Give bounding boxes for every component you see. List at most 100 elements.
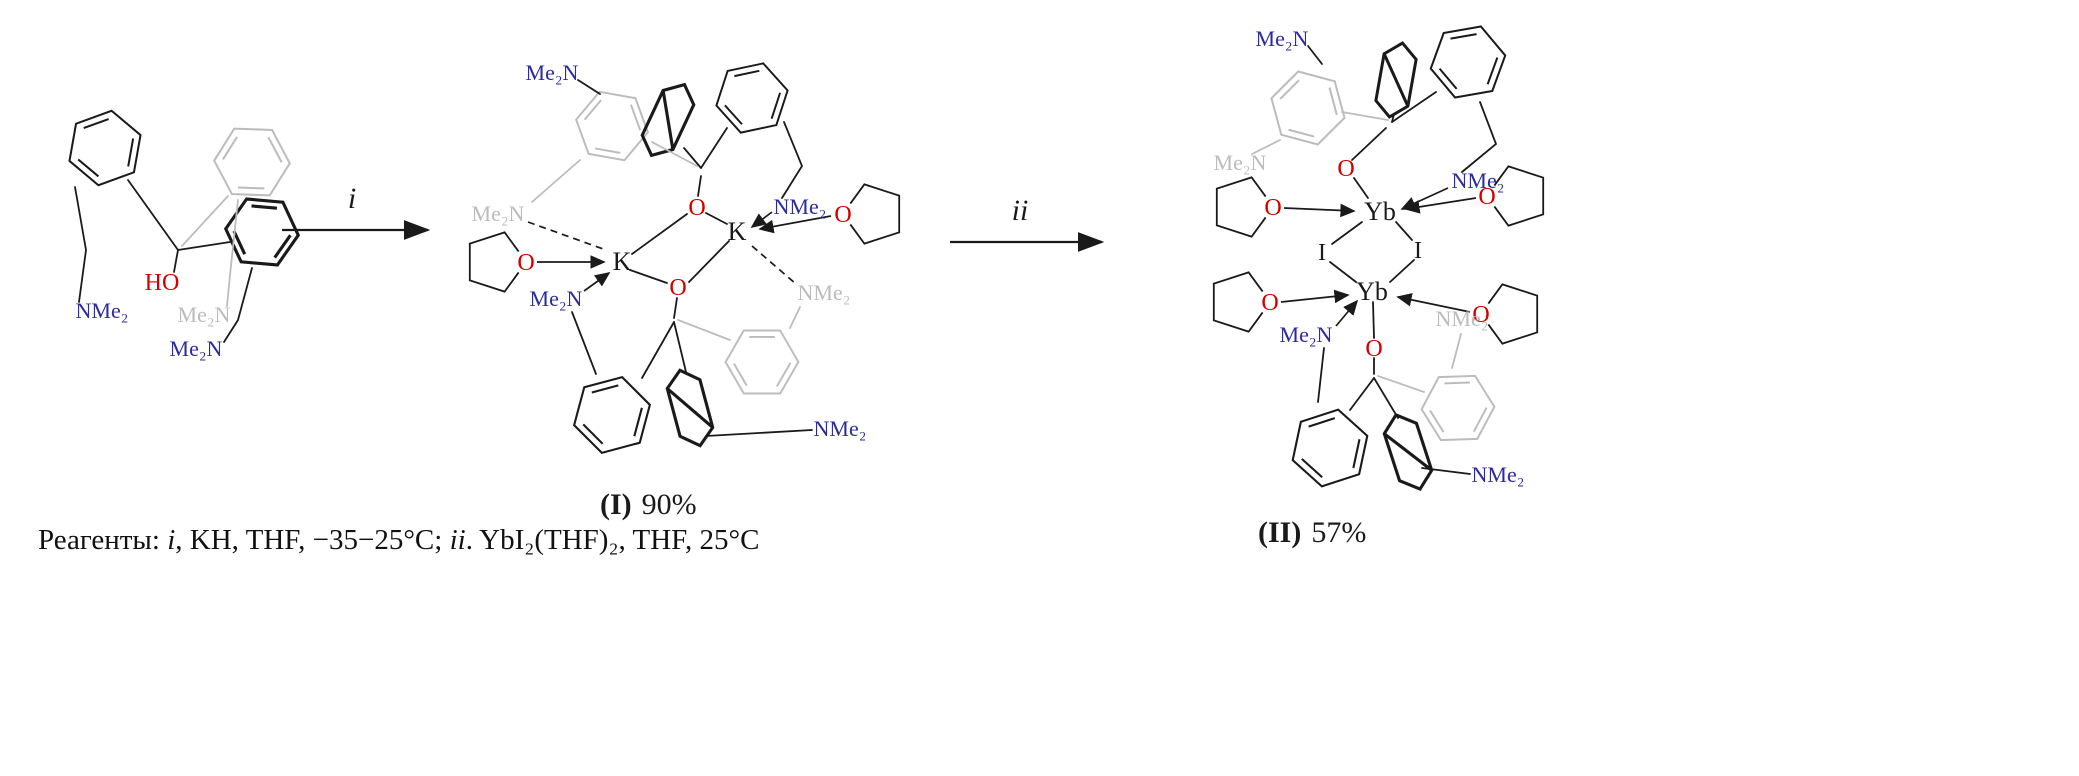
caption-step-i: i (167, 524, 176, 556)
reaction-step-2: ii (950, 194, 1105, 252)
bond-ch2-arm-faded (226, 199, 239, 307)
dative-bond-arrow (750, 211, 773, 229)
dative-bond-arrow (1400, 187, 1449, 210)
bond-o-yb (1353, 177, 1369, 199)
bond (1349, 377, 1375, 411)
benzene-ring-faded (568, 80, 656, 172)
thf-oxygen-label: O (1472, 302, 1489, 328)
dative-bond-arrow (1396, 293, 1471, 313)
nme2-label: NMe₂ (76, 298, 129, 323)
bond-o-c (697, 175, 702, 197)
bond-k-o (705, 212, 728, 225)
bond (1373, 377, 1399, 419)
benzene-ring (568, 367, 656, 463)
me2n-label: Me₂N (1256, 26, 1309, 51)
product-label-I: (I) 90% (600, 488, 697, 521)
me2n-label: Me₂N (526, 60, 579, 85)
dashed-bond-k-n (751, 245, 797, 285)
bond-yb-i (1329, 261, 1357, 283)
bond (641, 321, 675, 379)
bond-k-o (688, 240, 730, 283)
complex-I: K K O O O O Me₂N Me₂N Me₂N NMe₂ NMe₂ NMe… (468, 52, 901, 521)
bond-k-o (629, 269, 668, 284)
dative-bond-arrow (1280, 289, 1350, 304)
thf-ring (849, 183, 901, 245)
oxygen-label: O (1365, 336, 1382, 362)
caption-step-ii: ii (449, 524, 466, 556)
complex-II: Yb Yb I I O O O O O O Me₂N Me₂N NMe₂ NMe… (1212, 14, 1545, 549)
oxygen-label: O (669, 275, 686, 301)
bond-ch2-arm-faded (531, 159, 581, 203)
thf-oxygen-label: O (834, 202, 851, 228)
caption-conditions-ii: . YbI₂(THF)₂, THF, 25°C (465, 524, 760, 556)
bond-ch2-arm (1421, 467, 1471, 475)
dative-bond-arrow (1404, 197, 1477, 214)
reagents-caption: Реагенты: i, KH, THF, −35−25°C; ii. YbI₂… (38, 524, 759, 557)
benzene-ring (213, 182, 311, 282)
thf-ring (468, 231, 520, 293)
nme2-label: NMe₂ (1452, 168, 1505, 193)
bond-c-oh (173, 249, 179, 273)
bond-ch2-arm-faded (1251, 139, 1281, 155)
caption-prefix: Реагенты: (38, 524, 168, 556)
dative-bond-arrow (758, 215, 832, 234)
product-yield-II: 57% (1311, 516, 1366, 549)
bond-yb-i (1389, 259, 1415, 283)
thf-oxygen-label: O (517, 250, 534, 276)
iodine-label: I (1414, 238, 1422, 264)
benzene-ring (709, 52, 795, 144)
benzene-ring (1287, 401, 1373, 495)
bond-ch2-arm (781, 121, 804, 199)
bond (1391, 113, 1395, 123)
me2n-label: Me₂N (1280, 322, 1333, 347)
bond (1391, 91, 1437, 123)
me2n-label: Me₂N (170, 336, 223, 361)
product-number-I: (I) (600, 488, 632, 521)
dative-bond-arrow (1335, 299, 1359, 327)
bond (177, 241, 231, 251)
bond-faded (1377, 375, 1425, 393)
product-number-II: (II) (1258, 516, 1301, 549)
me2n-label-faded: Me₂N (178, 302, 231, 327)
bond-faded (1341, 111, 1389, 121)
benzene-ring-faded (715, 313, 809, 411)
bond-faded (181, 195, 229, 247)
nme2-label: NMe₂ (774, 194, 827, 219)
bond-o-c (1351, 127, 1387, 161)
nme2-label-faded: NMe₂ (798, 280, 851, 305)
thf-oxygen-label: O (1478, 184, 1495, 210)
ytterbium-label: Yb (1364, 197, 1396, 226)
oxygen-label: O (688, 195, 705, 221)
oxygen-label: O (1337, 156, 1354, 182)
bond-yb-i (1395, 221, 1413, 241)
benzene-ring-faded (1412, 360, 1504, 456)
potassium-label: K (613, 247, 632, 276)
ytterbium-label: Yb (1356, 277, 1388, 306)
bond-ch2-arm (1317, 347, 1325, 403)
bond-ch2-arm (223, 267, 253, 343)
bond-k-o (631, 213, 688, 255)
bond-ch2-arm (1461, 101, 1498, 173)
potassium-label: K (728, 217, 747, 246)
bond-ch2-arm (1307, 45, 1323, 65)
bond-yb-i (1331, 221, 1363, 245)
bond-ch2-arm-faded (789, 306, 801, 329)
iodine-label: I (1318, 240, 1326, 266)
thf-ring (1487, 283, 1539, 345)
bond (683, 147, 702, 169)
bond-ch2-arm (577, 79, 601, 95)
bond-ch2-arm (74, 186, 87, 303)
side-on-ring (662, 364, 718, 452)
product-label-II: (II) 57% (1258, 516, 1366, 549)
bond-ch2-arm (705, 429, 813, 437)
thf-oxygen-label: O (1261, 290, 1278, 316)
benzene-ring-faded (204, 112, 300, 212)
bond-ch2-arm-faded (1451, 333, 1462, 369)
nme2-label: NMe₂ (814, 416, 867, 441)
product-yield-I: 90% (642, 488, 697, 521)
reaction-step-1: i (282, 182, 431, 240)
benzene-ring (1423, 14, 1513, 110)
bond (127, 179, 179, 251)
